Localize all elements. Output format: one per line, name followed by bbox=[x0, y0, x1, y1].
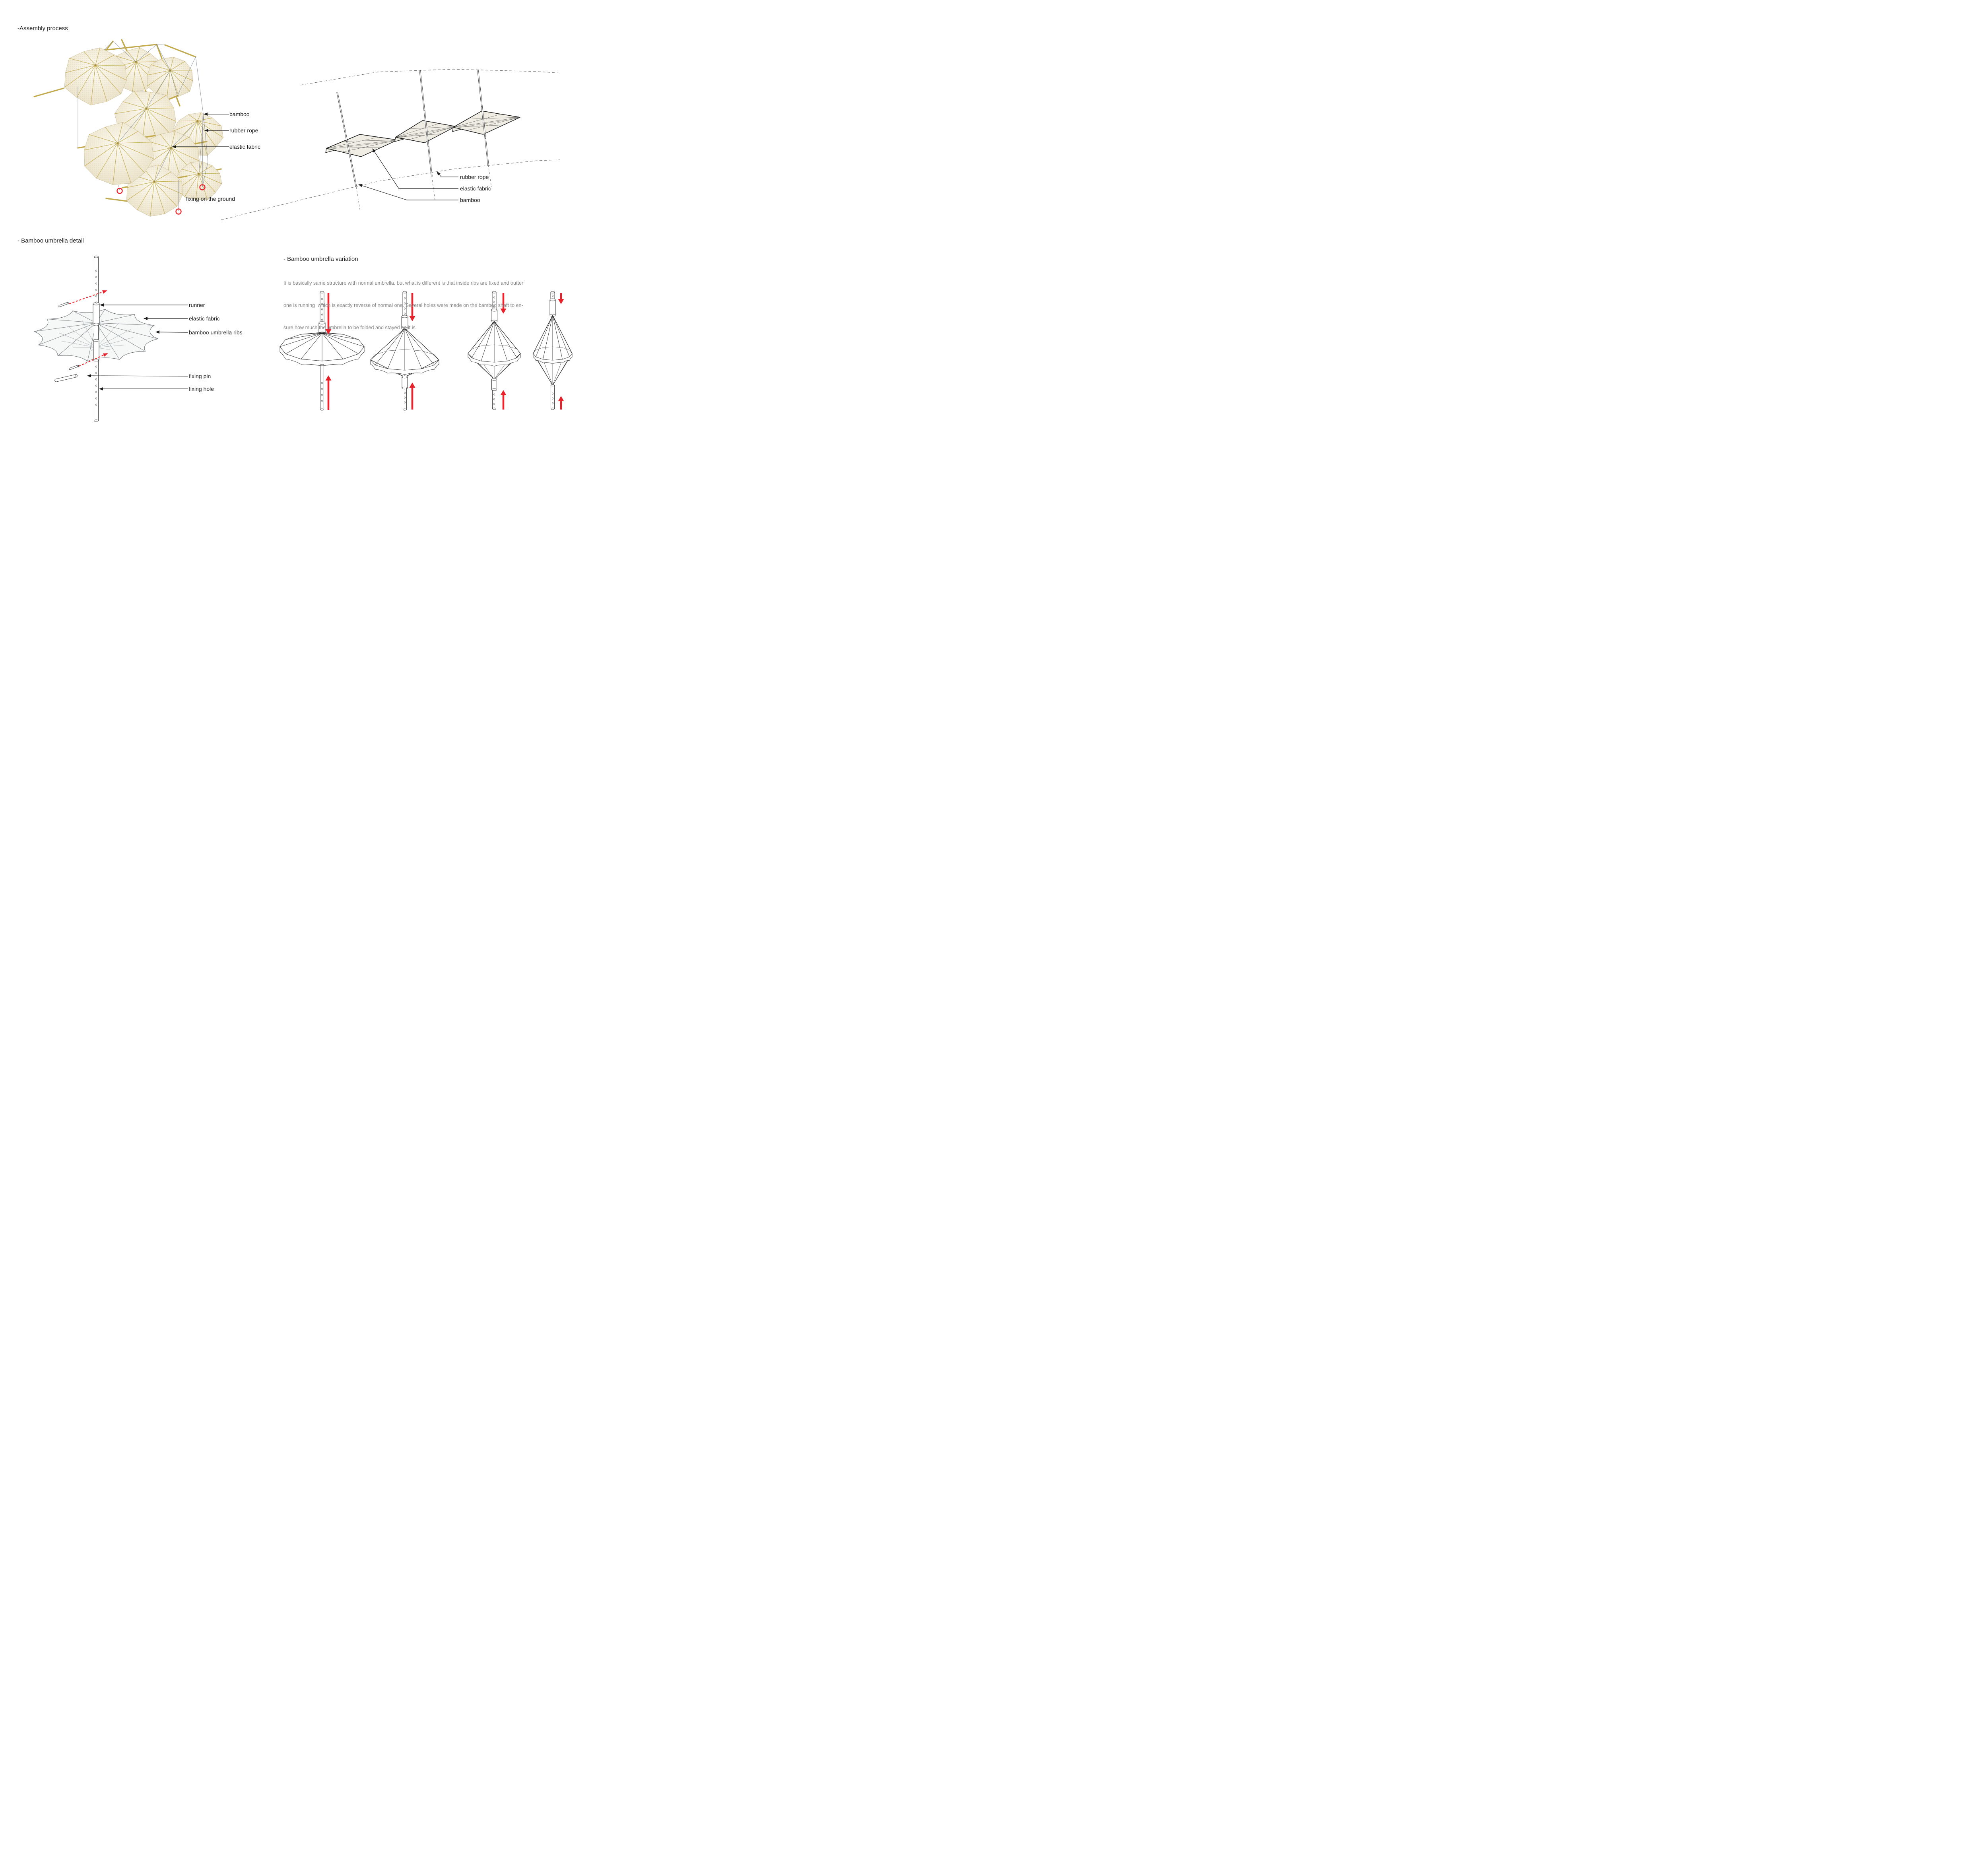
assembly-label-elastic-fabric: elastic fabric bbox=[229, 144, 260, 150]
assembly-process-title: -Assembly process bbox=[17, 25, 68, 32]
variation-description-line3: sure how much the umbrella to be folded … bbox=[283, 324, 417, 330]
assembly-render bbox=[33, 39, 229, 217]
variation-description-line1: It is basically same structure with norm… bbox=[283, 280, 524, 286]
detail-label-fixing-hole: fixing hole bbox=[189, 386, 214, 392]
detail-label-fixing-pin: fixing pin bbox=[189, 373, 211, 379]
variation-description-line2: one is running which is exactly reverse … bbox=[283, 302, 523, 308]
variation-stage-4 bbox=[533, 291, 573, 410]
grid-label-bamboo: bamboo bbox=[460, 197, 480, 203]
variation-description: It is basically same structure with norm… bbox=[283, 265, 523, 346]
umbrella-detail-title: - Bamboo umbrella detail bbox=[17, 237, 84, 244]
variation-stage-2 bbox=[370, 291, 439, 411]
umbrella-detail-figure bbox=[34, 256, 188, 422]
variation-stage-1 bbox=[280, 291, 365, 411]
page: -Assembly process bamboo rubber rope ela… bbox=[0, 0, 614, 434]
variation-stage-3 bbox=[468, 291, 521, 410]
detail-label-bamboo-umbrella-ribs: bamboo umbrella ribs bbox=[189, 329, 243, 336]
umbrella-variation-title: - Bamboo umbrella variation bbox=[283, 256, 358, 262]
grid-label-elastic-fabric: elastic fabric bbox=[460, 185, 491, 192]
assembly-label-fixing-on-ground: fixing on the ground bbox=[186, 196, 235, 202]
grid-diagram bbox=[221, 69, 562, 220]
diagram-canvas bbox=[33, 39, 573, 422]
assembly-label-rubber-rope: rubber rope bbox=[229, 127, 258, 134]
grid-label-rubber-rope: rubber rope bbox=[460, 174, 489, 180]
detail-label-elastic-fabric: elastic fabric bbox=[189, 315, 220, 322]
assembly-label-bamboo: bamboo bbox=[229, 111, 250, 117]
detail-label-runner: runner bbox=[189, 302, 205, 308]
